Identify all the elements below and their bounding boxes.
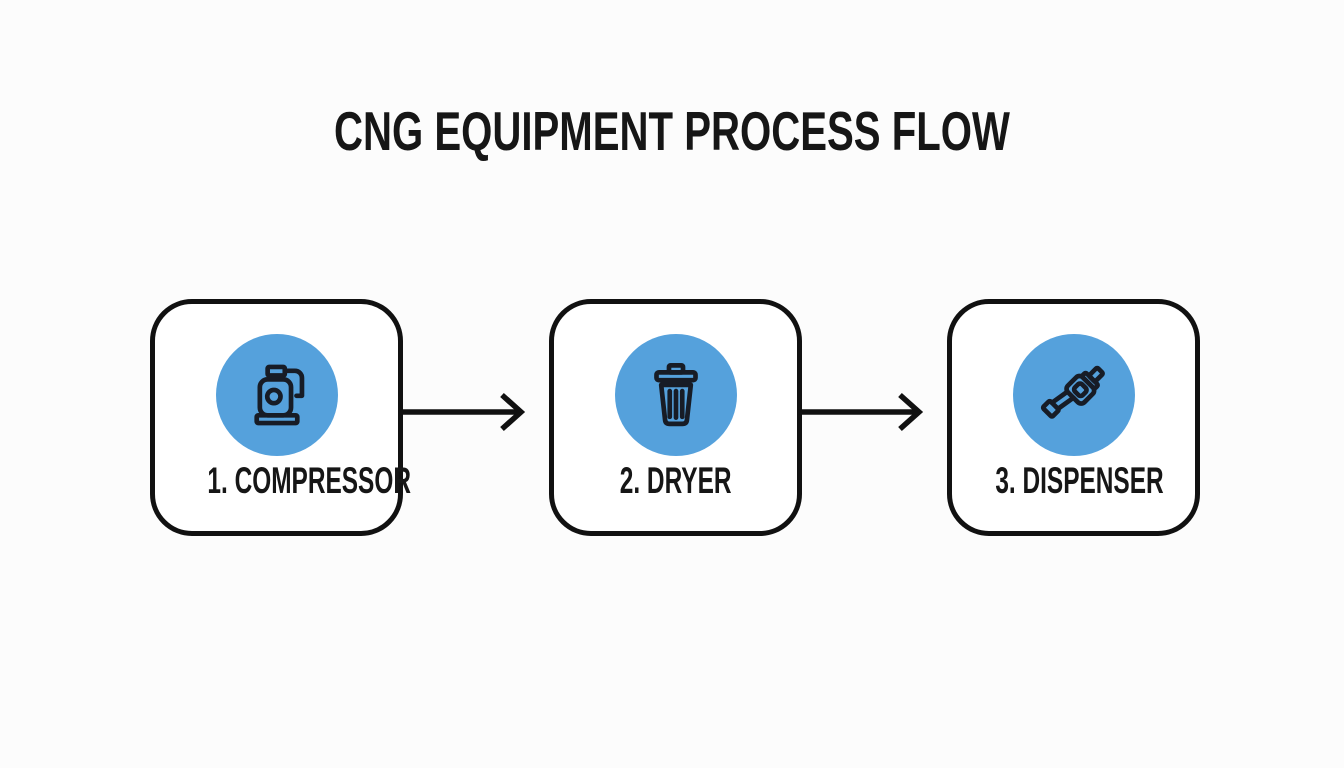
arrow-right-icon xyxy=(400,392,526,432)
fuel-nozzle-icon xyxy=(1040,365,1105,419)
step-box-compressor: 1. COMPRESSOR xyxy=(150,299,411,536)
arrow-right-icon xyxy=(798,392,924,432)
trash-can-icon xyxy=(653,363,698,427)
step-label-dispenser: 3. DISPENSER xyxy=(995,460,1164,501)
step-box-dispenser: 3. DISPENSER xyxy=(947,299,1200,536)
step-label-dryer: 2. DRYER xyxy=(619,460,732,501)
diagram-title: CNG EQUIPMENT PROCESS FLOW xyxy=(0,104,1344,159)
dispenser-icon-circle xyxy=(1012,334,1135,456)
flow-arrow-2 xyxy=(798,390,928,434)
flow-arrow-1 xyxy=(400,390,530,434)
diagram-title-text: CNG EQUIPMENT PROCESS FLOW xyxy=(334,100,1010,162)
dryer-icon-circle xyxy=(614,334,737,456)
step-label-compressor: 1. COMPRESSOR xyxy=(207,460,411,501)
step-box-dryer: 2. DRYER xyxy=(549,299,802,536)
compressor-icon xyxy=(253,364,304,426)
compressor-icon-circle xyxy=(215,334,338,456)
